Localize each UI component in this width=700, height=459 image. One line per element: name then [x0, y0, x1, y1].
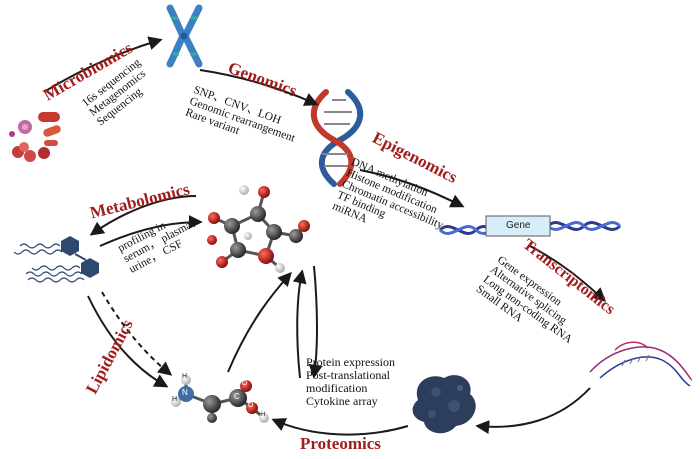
arrow-protein-metabolite	[292, 269, 307, 379]
atom-label: H	[261, 412, 266, 418]
atom-label: H	[172, 396, 178, 403]
proteomics-notes: Protein expression Post-translational mo…	[306, 356, 395, 408]
arrow-transcriptomics-down	[529, 245, 607, 302]
note-item: Protein expression	[306, 355, 395, 369]
rna-structure-icon	[589, 341, 693, 387]
arrow-lipid-aminoacid	[87, 295, 169, 388]
note-item: modification	[306, 381, 368, 395]
arrow-metabolomics-lipid	[89, 195, 197, 236]
atom-label: C	[234, 392, 240, 401]
chromosome-icon	[166, 4, 203, 68]
atom-label: H	[182, 373, 188, 380]
arrow-lipid-metabolomics	[99, 215, 203, 247]
arrow-aminoacid-metabolite	[227, 271, 292, 373]
bacteria-icon	[9, 112, 61, 162]
flow-arrows	[43, 36, 607, 436]
arrow-genomics-epigenomics	[199, 69, 319, 106]
note-item: Cytokine array	[306, 394, 378, 408]
arrow-metabolite-protein	[308, 265, 323, 379]
protein-icon	[412, 375, 476, 434]
arrow-lipid-aminoacid-dashed	[101, 291, 173, 376]
note-item: Post-translational	[306, 368, 390, 382]
metabolite-molecule-icon	[207, 185, 310, 273]
atom-label: N	[182, 388, 188, 397]
amino-acid-icon	[171, 375, 269, 423]
arrow-epigenomics-transcriptomics	[359, 169, 465, 208]
arrow-rna-protein	[475, 387, 591, 435]
atom-label: O	[242, 380, 248, 387]
proteomics-title: Proteomics	[300, 434, 381, 453]
arrow-protein-aminoacid	[271, 418, 409, 436]
lipid-icon	[13, 236, 99, 283]
atom-label: O	[248, 402, 254, 409]
arrow-microbiomics-genomics	[43, 36, 163, 93]
gene-label: Gene	[506, 220, 531, 231]
gene-strand-icon	[438, 215, 622, 237]
dna-helix-icon	[310, 89, 364, 187]
